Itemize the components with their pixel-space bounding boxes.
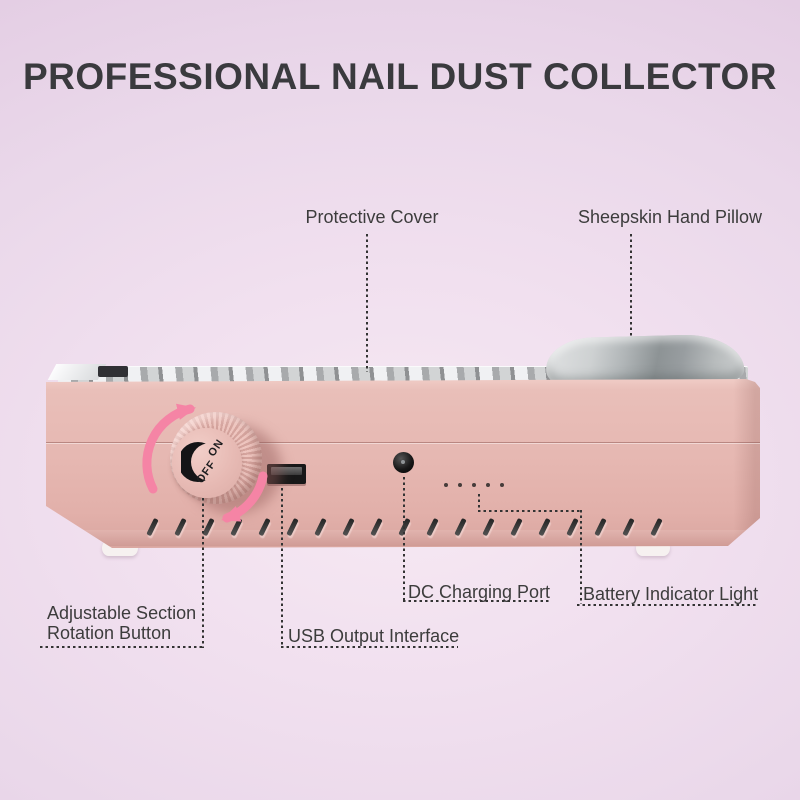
battery-light-dot bbox=[444, 483, 448, 487]
dc-port-pin bbox=[401, 460, 405, 464]
callout-battery: Battery Indicator Light bbox=[583, 584, 759, 604]
page-title: PROFESSIONAL NAIL DUST COLLECTOR bbox=[23, 56, 777, 97]
dc-charging-port bbox=[393, 452, 414, 473]
callout-hand-pillow: Sheepskin Hand Pillow bbox=[577, 207, 763, 227]
underline-battery bbox=[577, 604, 758, 606]
battery-light-dot bbox=[472, 483, 476, 487]
bottom-bevel bbox=[66, 530, 746, 546]
leader-line-dc bbox=[403, 477, 405, 602]
leader-line-hand-pillow bbox=[630, 234, 632, 338]
leader-line-battery-h bbox=[478, 510, 582, 512]
callout-dc: DC Charging Port bbox=[408, 582, 551, 602]
callout-rotation-line2: Rotation Button bbox=[47, 623, 172, 643]
cover-opening bbox=[98, 366, 128, 377]
leader-line-battery-v1 bbox=[478, 494, 480, 512]
callout-protective-cover: Protective Cover bbox=[305, 207, 439, 227]
callout-rotation-line1: Adjustable Section bbox=[47, 603, 197, 623]
battery-indicator-lights bbox=[444, 483, 559, 489]
underline-dc bbox=[403, 600, 551, 602]
knob-pointer-crescent-icon bbox=[181, 442, 209, 482]
leader-line-protective-cover bbox=[366, 234, 368, 372]
leader-line-battery-v2 bbox=[580, 510, 582, 604]
usb-port bbox=[267, 464, 306, 484]
underline-usb bbox=[281, 646, 458, 648]
rotation-arrows-icon bbox=[142, 403, 268, 523]
hand-pillow bbox=[545, 333, 745, 387]
device-body bbox=[46, 379, 760, 548]
leader-line-rotation-button bbox=[202, 498, 204, 648]
callout-usb: USB Output Interface bbox=[288, 626, 460, 646]
battery-light-dot bbox=[500, 483, 504, 487]
callout-rotation-button: Adjustable Section Rotation Button bbox=[47, 603, 196, 643]
leader-line-usb bbox=[281, 488, 283, 648]
usb-tongue bbox=[271, 467, 302, 475]
battery-light-dot bbox=[458, 483, 462, 487]
body-seam-line bbox=[46, 442, 760, 444]
underline-rotation-button bbox=[40, 646, 204, 648]
battery-light-dot bbox=[486, 483, 490, 487]
